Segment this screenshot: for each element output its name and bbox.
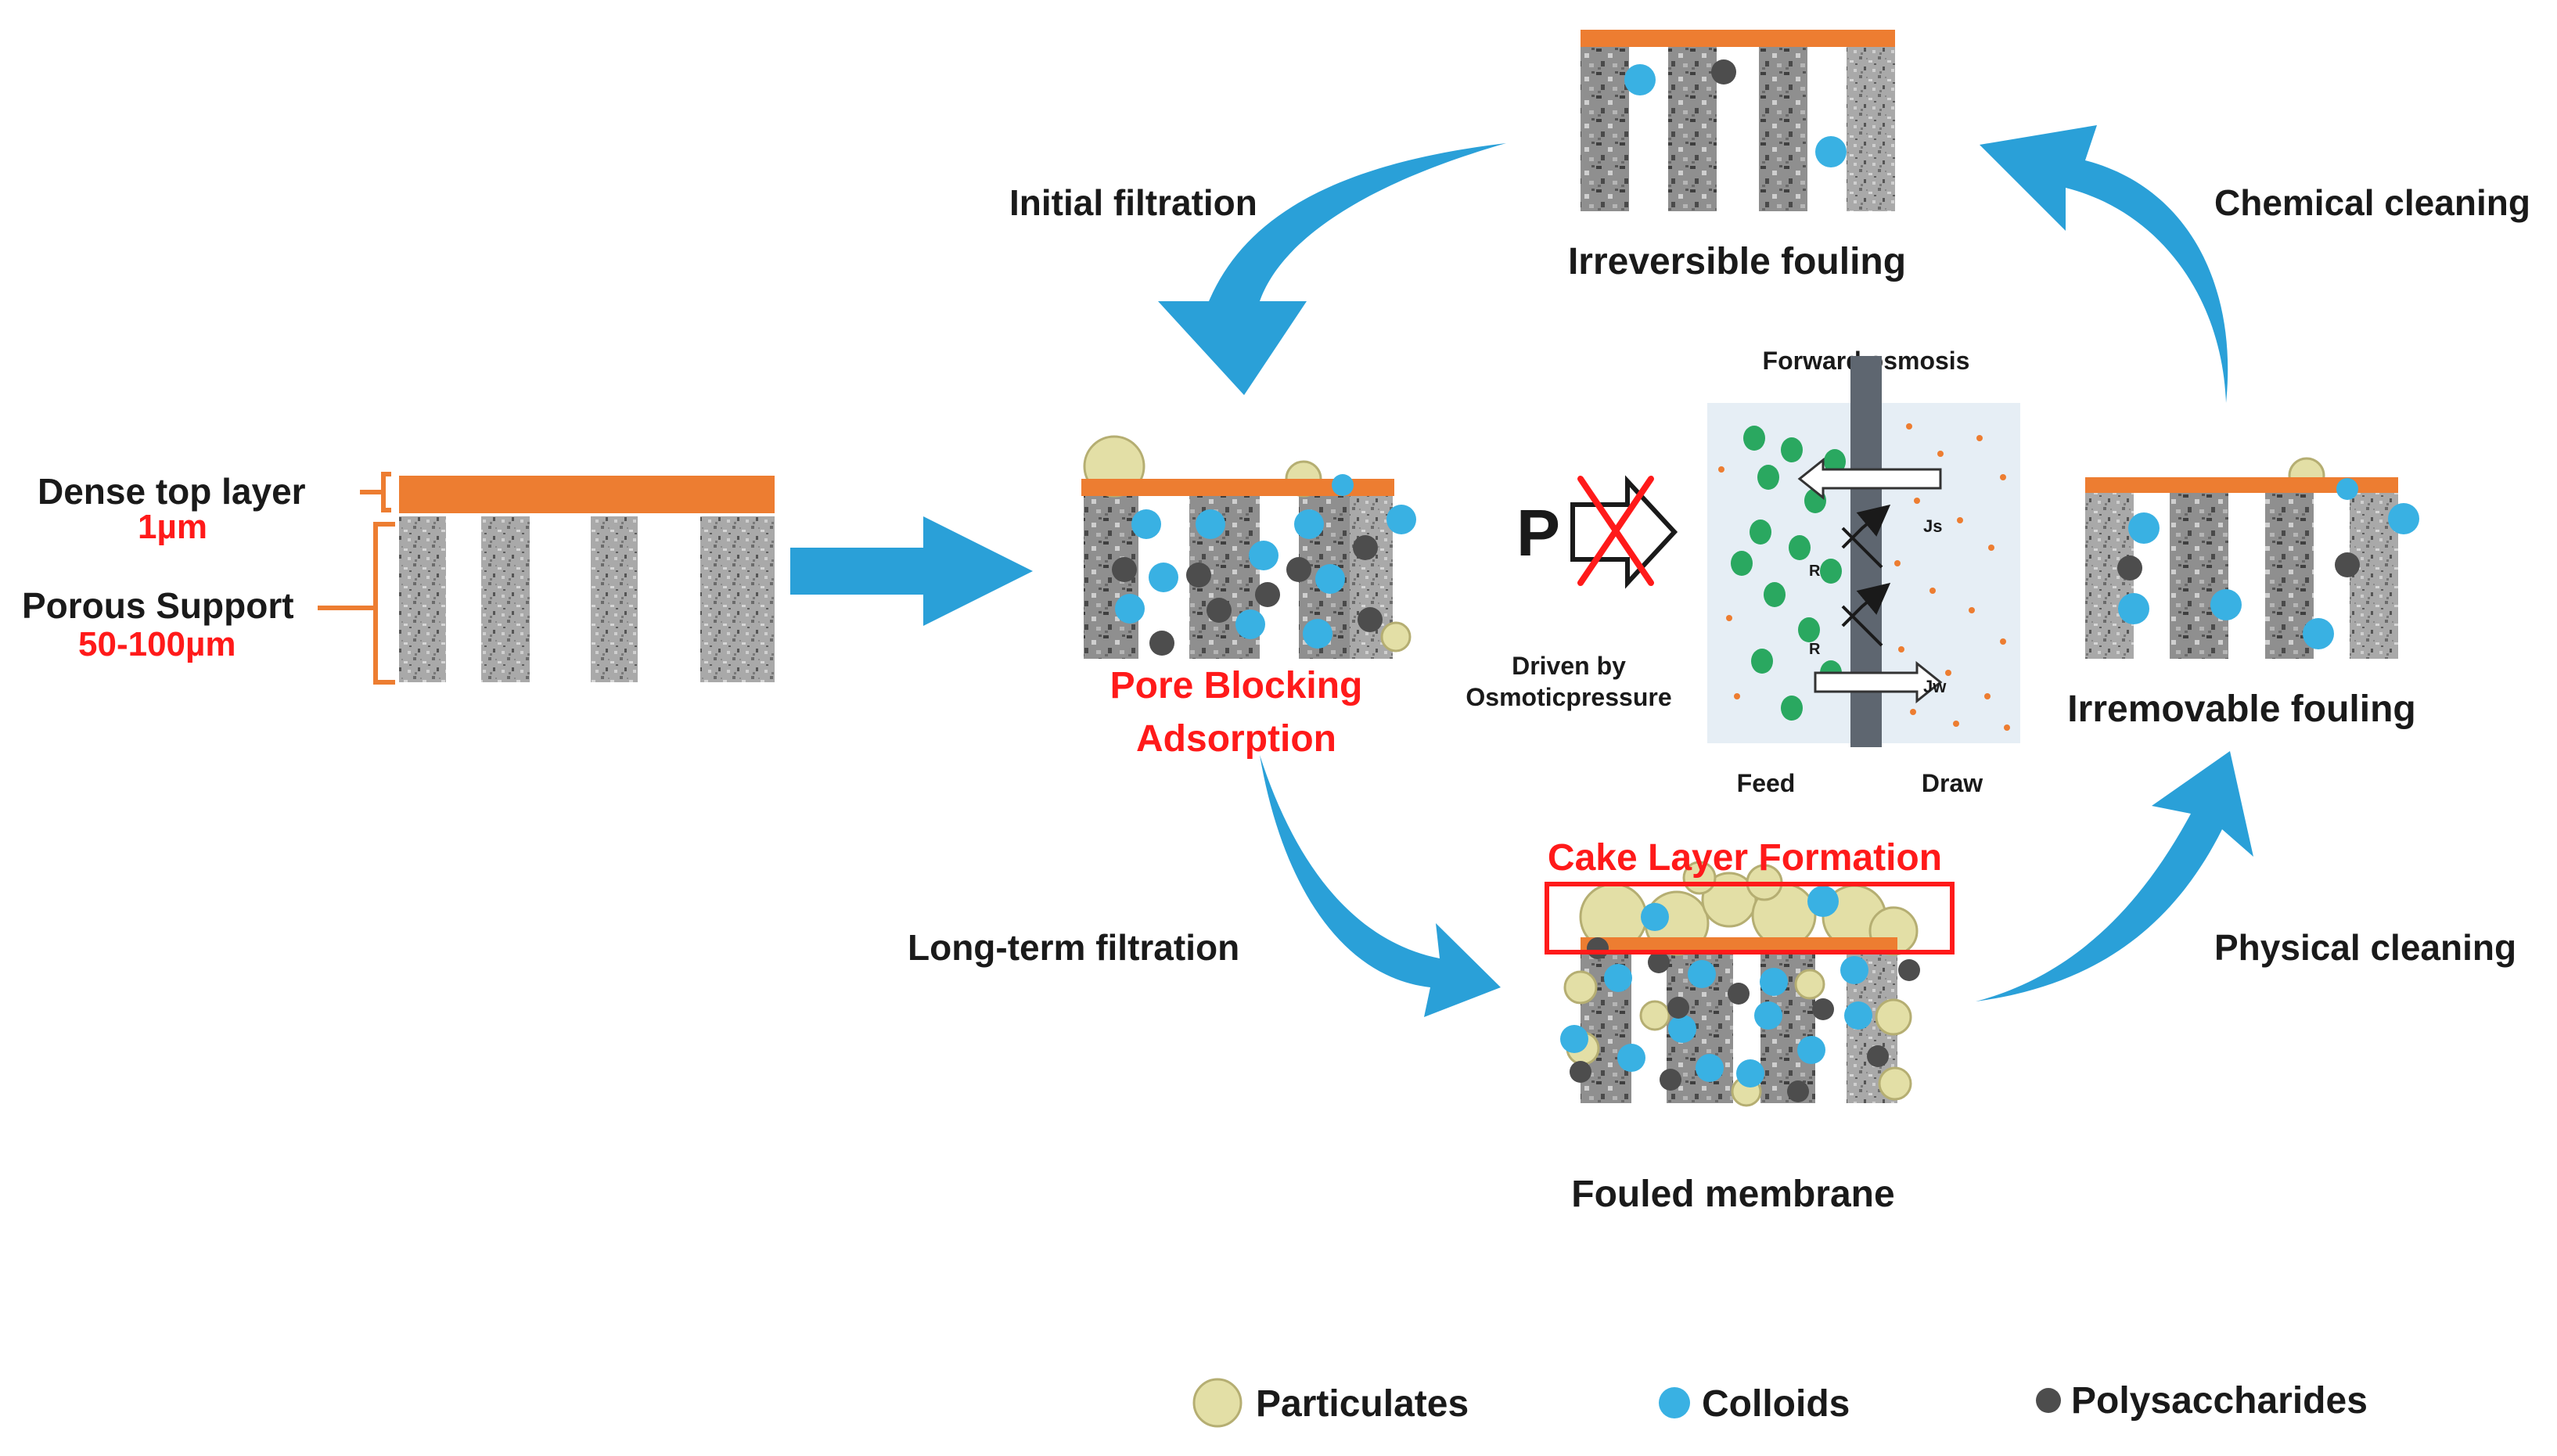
draw-label: Draw (1922, 769, 1983, 797)
dense-layer-label: Dense top layer (38, 471, 306, 512)
arrow-long-term-filtration (1260, 755, 1501, 1017)
support-column (1668, 47, 1717, 211)
dense-top-layer (1581, 30, 1895, 47)
cake-layer-label: Cake Layer Formation (1548, 837, 1942, 879)
legend-colloids-label: Colloids (1702, 1383, 1850, 1425)
support-column (591, 516, 638, 682)
polysaccharides (2117, 552, 2360, 581)
support-column (481, 516, 530, 682)
legend-polysaccharides-label: Polysaccharides (2071, 1380, 2368, 1422)
colloids (1115, 474, 1416, 649)
polysaccharides (1112, 535, 1383, 656)
legend-particulates-icon (1192, 1378, 1243, 1428)
support-column (1847, 47, 1895, 211)
chemical-cleaning-label: Chemical cleaning (2214, 182, 2530, 223)
arrow-to-pore-blocking (790, 516, 1033, 626)
cake-layer-highlight (1545, 882, 1955, 954)
polysaccharides (1570, 937, 1920, 1102)
pore-blocking-membrane (1081, 435, 1416, 659)
jw-arrow (1814, 660, 1943, 704)
support-column (2170, 493, 2228, 659)
adsorption-label: Adsorption (1136, 718, 1336, 760)
legend: Particulates Colloids Polysaccharides (1192, 1378, 2368, 1428)
pressure-symbol: P (1516, 496, 1560, 570)
osmotic-pressure-label: Osmoticpressure (1466, 683, 1671, 711)
feed-label: Feed (1737, 769, 1796, 797)
arrow-initial-filtration (1158, 143, 1506, 395)
jw-label: Jw (1923, 677, 1947, 696)
fouled-membrane (1560, 861, 1920, 1107)
reflection-arrows (1841, 504, 1891, 647)
arrow-chemical-cleaning (1980, 125, 2228, 403)
colloids (2118, 478, 2419, 649)
colloid (1624, 64, 1656, 95)
top-layer-bracket (381, 472, 391, 512)
cross-out-mark (1577, 476, 1654, 586)
initial-filtration-label: Initial filtration (1009, 182, 1257, 223)
draw-solutes (1718, 423, 2010, 731)
pore-blocking-label: Pore Blocking (1110, 665, 1363, 706)
support-column (399, 516, 446, 682)
particulate (1380, 621, 1412, 653)
membrane-brackets (318, 472, 395, 685)
legend-colloids-icon (1659, 1387, 1690, 1418)
physical-cleaning-label: Physical cleaning (2214, 927, 2516, 968)
support-column (1759, 47, 1807, 211)
irremovable-label: Irremovable fouling (2067, 688, 2415, 730)
forward-osmosis-inset: Forward osmosis Js Jw (1707, 347, 2020, 797)
dense-top-layer (399, 476, 775, 513)
r-label: R (1809, 641, 1821, 658)
support-thickness: 50-100µm (78, 625, 236, 663)
support-bracket (373, 522, 395, 685)
polysaccharide (1711, 59, 1736, 84)
green-solutes (1731, 426, 1846, 721)
dense-top-layer (1081, 479, 1394, 496)
legend-particulates-label: Particulates (1256, 1383, 1469, 1425)
js-arrow (1797, 457, 1942, 501)
irremovable-membrane (2085, 457, 2419, 659)
colloid (1815, 136, 1847, 167)
driven-by-label: Driven by (1512, 652, 1626, 680)
js-label: Js (1923, 516, 1942, 536)
support-label: Porous Support (22, 585, 294, 626)
long-term-filtration-label: Long-term filtration (908, 927, 1239, 968)
dense-layer-thickness: 1µm (138, 508, 207, 546)
colloids (1560, 886, 1872, 1088)
irreversible-membrane (1581, 30, 1895, 211)
clean-membrane (399, 476, 775, 682)
support-column (700, 516, 775, 682)
dense-top-layer (2085, 477, 2398, 493)
r-label: R (1809, 563, 1821, 580)
fouled-label: Fouled membrane (1571, 1174, 1894, 1215)
support-column (1581, 47, 1629, 211)
arrow-physical-cleaning (1976, 751, 2253, 1001)
irreversible-label: Irreversible fouling (1568, 241, 1906, 282)
dense-top-layer (1581, 937, 1897, 953)
legend-polysaccharides-icon (2036, 1388, 2061, 1413)
